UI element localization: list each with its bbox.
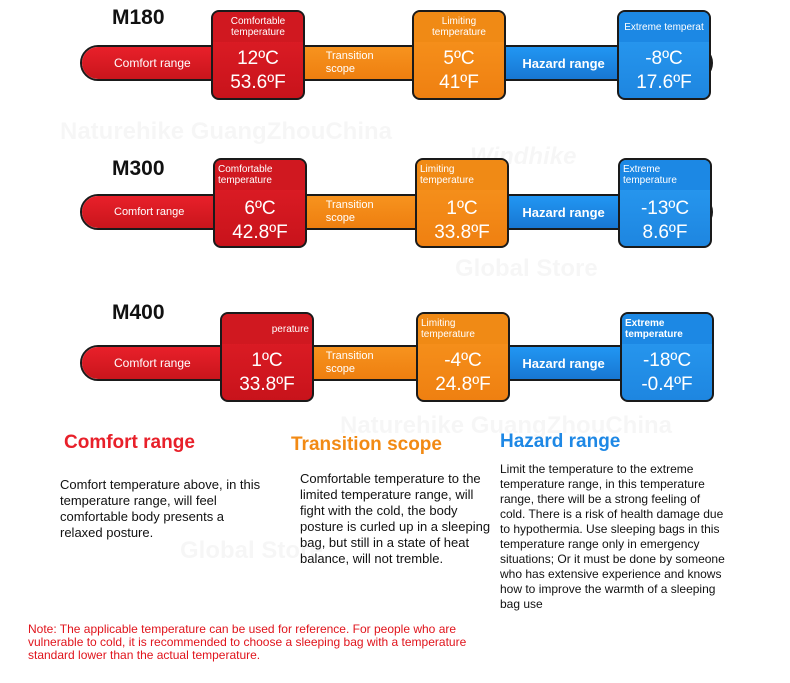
box-value-fahrenheit: 8.6ºF xyxy=(642,222,688,243)
comfort-temperature-box: perature 1ºC 33.8ºF xyxy=(220,312,314,402)
comfort-temperature-box: Comfortable temperature 12ºC 53.6ºF xyxy=(211,10,305,100)
box-value-celsius: 1ºC xyxy=(251,350,283,371)
box-value-celsius: -8ºC xyxy=(645,48,683,69)
box-value-celsius: 1ºC xyxy=(446,198,478,219)
model-title: M180 xyxy=(112,6,165,29)
note: Note: The applicable temperature can be … xyxy=(28,622,467,662)
comfort-temperature-box: Comfortable temperature 6ºC 42.8ºF xyxy=(213,158,307,248)
segment-label: Hazard range xyxy=(522,355,605,371)
box-label: Comfortable temperature xyxy=(215,160,305,190)
segment-label: Comfort range xyxy=(114,56,191,70)
temperature-bar: Comfort range Transition scope Hazard ra… xyxy=(80,194,713,230)
hazard-range-description: Limit the temperature to the extreme tem… xyxy=(500,462,725,611)
box-value-fahrenheit: -0.4ºF xyxy=(641,374,693,395)
box-value-celsius: 12ºC xyxy=(237,48,279,69)
box-label: Limiting temperature xyxy=(414,12,504,42)
extreme-temperature-box: Extreme temperat -8ºC 17.6ºF xyxy=(617,10,711,100)
segment-label: Comfort range xyxy=(114,206,185,218)
box-label: Comfortable temperature xyxy=(213,12,303,42)
model-title: M300 xyxy=(112,157,165,180)
box-value-fahrenheit: 53.6ºF xyxy=(230,72,286,93)
box-label: Extreme temperat xyxy=(619,12,709,42)
extreme-temperature-box: Extreme temperature -13ºC 8.6ºF xyxy=(618,158,712,248)
box-value-fahrenheit: 17.6ºF xyxy=(636,72,692,93)
segment-label: Transition scope xyxy=(325,350,374,375)
box-value-fahrenheit: 42.8ºF xyxy=(232,222,288,243)
box-label: Extreme temperature xyxy=(620,160,710,190)
box-label: perature xyxy=(222,314,312,344)
comfort-range-description: Comfort temperature above, in this tempe… xyxy=(60,477,261,540)
box-value-celsius: 5ºC xyxy=(443,48,475,69)
model-title: M400 xyxy=(112,301,165,324)
transition-scope-heading: Transition scope xyxy=(291,434,442,455)
box-value-fahrenheit: 24.8ºF xyxy=(435,374,491,395)
hazard-range-heading: Hazard range xyxy=(500,431,621,452)
watermark: Naturehike GuangZhouChina xyxy=(60,118,392,146)
box-label: Limiting temperature xyxy=(417,160,507,190)
box-value-fahrenheit: 41ºF xyxy=(439,72,479,93)
box-value-celsius: -4ºC xyxy=(444,350,482,371)
extreme-temperature-box: Extreme temperature -18ºC -0.4ºF xyxy=(620,312,714,402)
comfort-range-heading: Comfort range xyxy=(64,432,195,453)
segment-label: Hazard range xyxy=(522,55,605,71)
limit-temperature-box: Limiting temperature 1ºC 33.8ºF xyxy=(415,158,509,248)
segment-label: Transition scope xyxy=(325,199,374,224)
box-value-fahrenheit: 33.8ºF xyxy=(434,222,490,243)
box-value-fahrenheit: 33.8ºF xyxy=(239,374,295,395)
segment-label: Transition scope xyxy=(325,50,374,75)
segment-label: Hazard range xyxy=(522,204,605,220)
transition-scope-description: Comfortable temperature to the limited t… xyxy=(300,471,491,566)
box-value-celsius: 6ºC xyxy=(244,198,276,219)
box-value-celsius: -13ºC xyxy=(640,198,690,219)
box-value-celsius: -18ºC xyxy=(642,350,692,371)
temperature-bar: Comfort range Transition scope Hazard ra… xyxy=(80,345,713,381)
box-label: Extreme temperature xyxy=(622,314,712,344)
limit-temperature-box: Limiting temperature -4ºC 24.8ºF xyxy=(416,312,510,402)
watermark: Global Store xyxy=(455,255,598,283)
limit-temperature-box: Limiting temperature 5ºC 41ºF xyxy=(412,10,506,100)
box-label: Limiting temperature xyxy=(418,314,508,344)
segment-label: Comfort range xyxy=(114,356,191,370)
